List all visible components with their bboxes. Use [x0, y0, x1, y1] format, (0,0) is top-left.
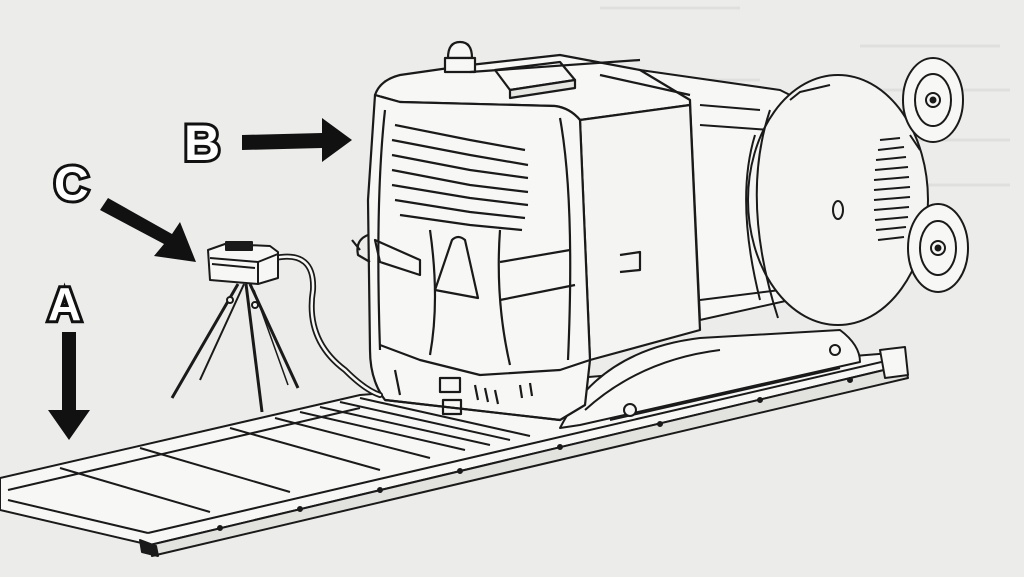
arrow-b — [242, 118, 352, 162]
arrow-c — [100, 198, 196, 262]
arrow-a — [48, 332, 90, 440]
label-c: C — [54, 158, 89, 211]
label-b: B — [184, 115, 220, 171]
power-unit-housing — [351, 40, 702, 422]
tripod-control-box — [170, 241, 300, 413]
label-a: A — [48, 278, 81, 330]
rear-drum-assembly — [639, 57, 969, 326]
